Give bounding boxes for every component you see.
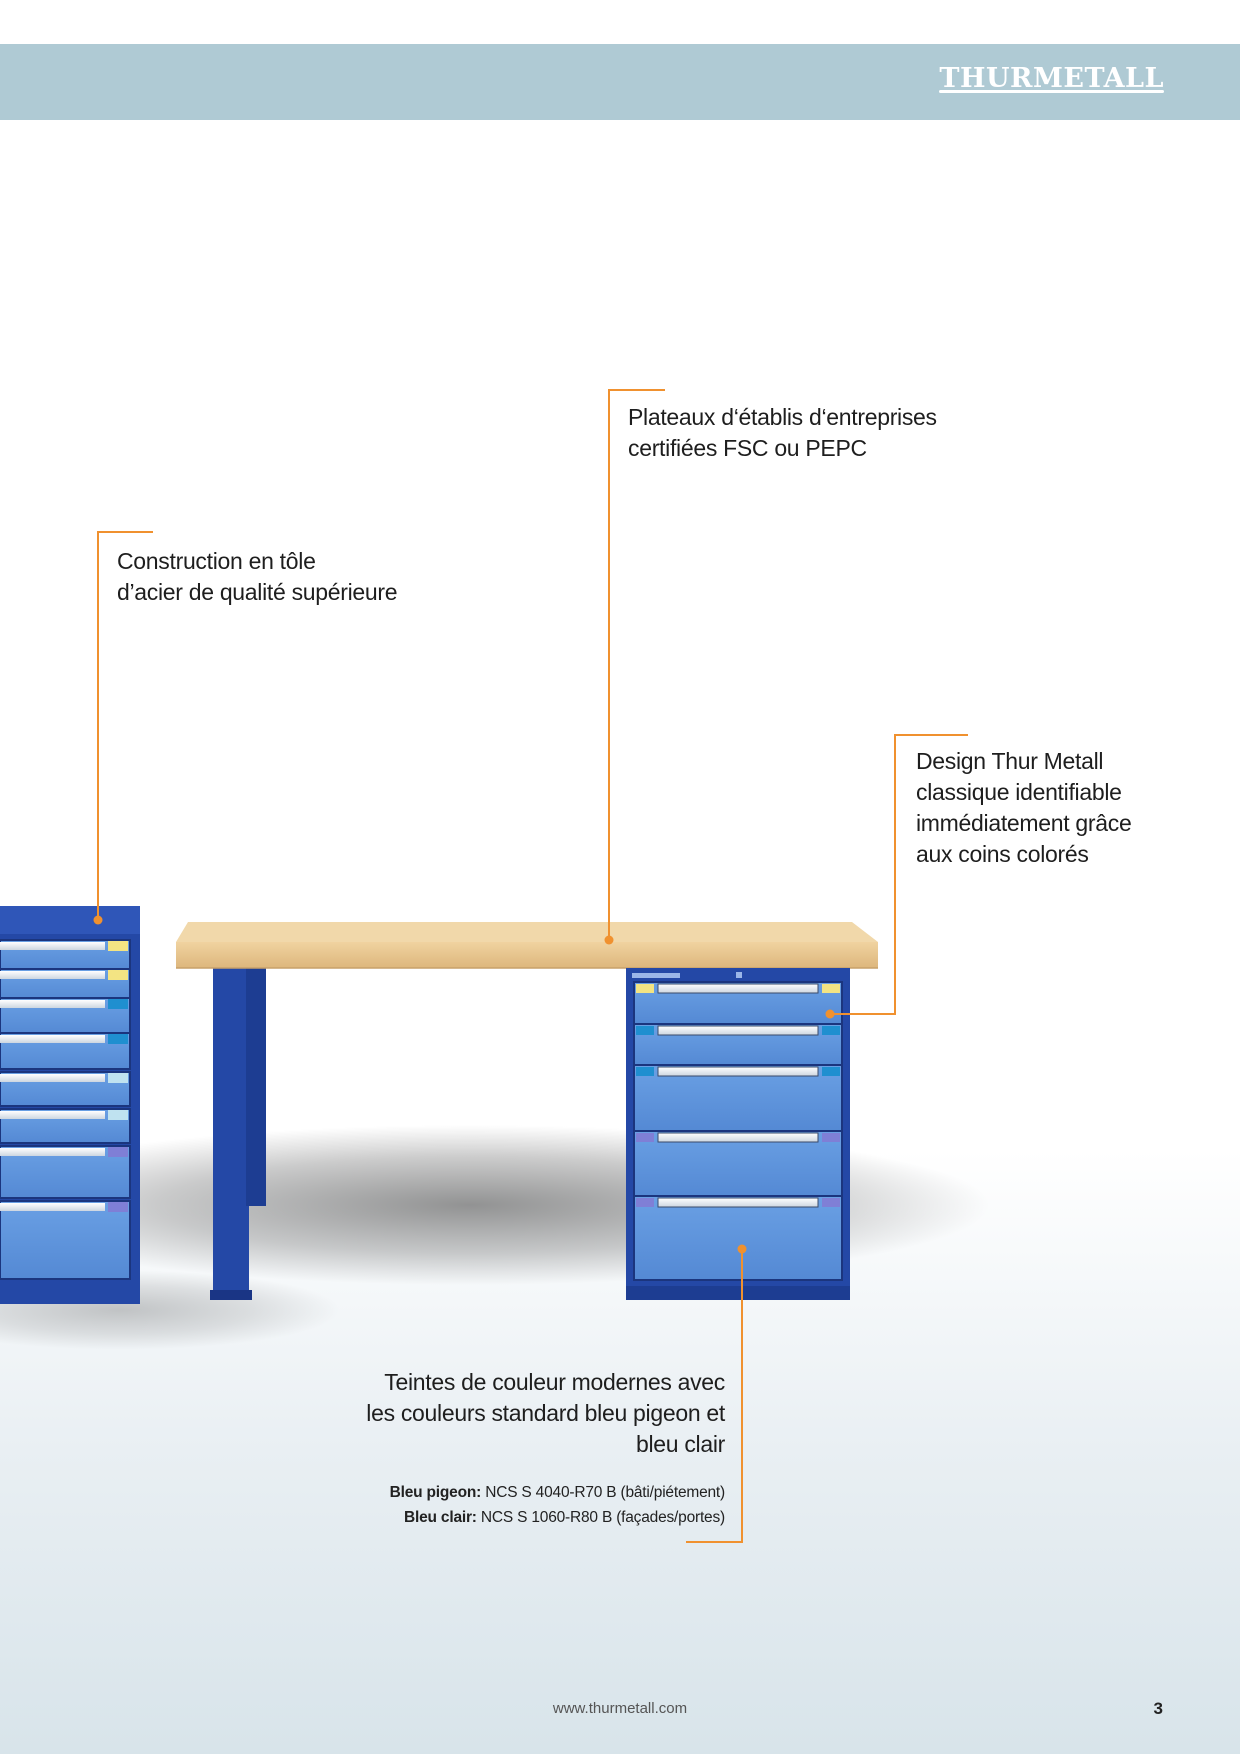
leader-design (830, 734, 968, 1015)
workbench-leg (210, 966, 266, 1300)
leader-worktop (608, 389, 665, 940)
spec-pigeon-blue: Bleu pigeon: NCS S 4040-R70 B (bâti/piét… (389, 1484, 726, 1501)
leader-colours (686, 1249, 743, 1543)
leader-construction (97, 531, 153, 920)
brand-logo: THURMETALL (939, 63, 1164, 94)
callout-dots (93, 915, 835, 1254)
colour-specifications: Bleu pigeon: NCS S 4040-R70 B (bâti/piét… (389, 1480, 726, 1530)
callout-worktop: Plateaux d‘établis d‘entreprises certifi… (628, 404, 937, 461)
left-cabinet-drawers (0, 939, 131, 1280)
spec-light-blue: Bleu clair: NCS S 1060-R80 B (façades/po… (404, 1509, 725, 1526)
right-drawer-cabinet (626, 968, 850, 1300)
callout-leader-lines (97, 389, 968, 1543)
left-drawer-cabinet (0, 906, 140, 1304)
callout-design: Design Thur Metall classique identifiabl… (916, 748, 1132, 867)
footer-url[interactable]: www.thurmetall.com (552, 1700, 688, 1717)
right-cabinet-drawers (633, 981, 843, 1281)
page-number: 3 (1153, 1699, 1163, 1718)
callout-construction: Construction en tôle d’acier de qualité … (117, 548, 398, 605)
wooden-worktop (176, 922, 878, 969)
callout-colours: Teintes de couleur modernes avec les cou… (366, 1369, 725, 1457)
header-band (0, 44, 1240, 120)
